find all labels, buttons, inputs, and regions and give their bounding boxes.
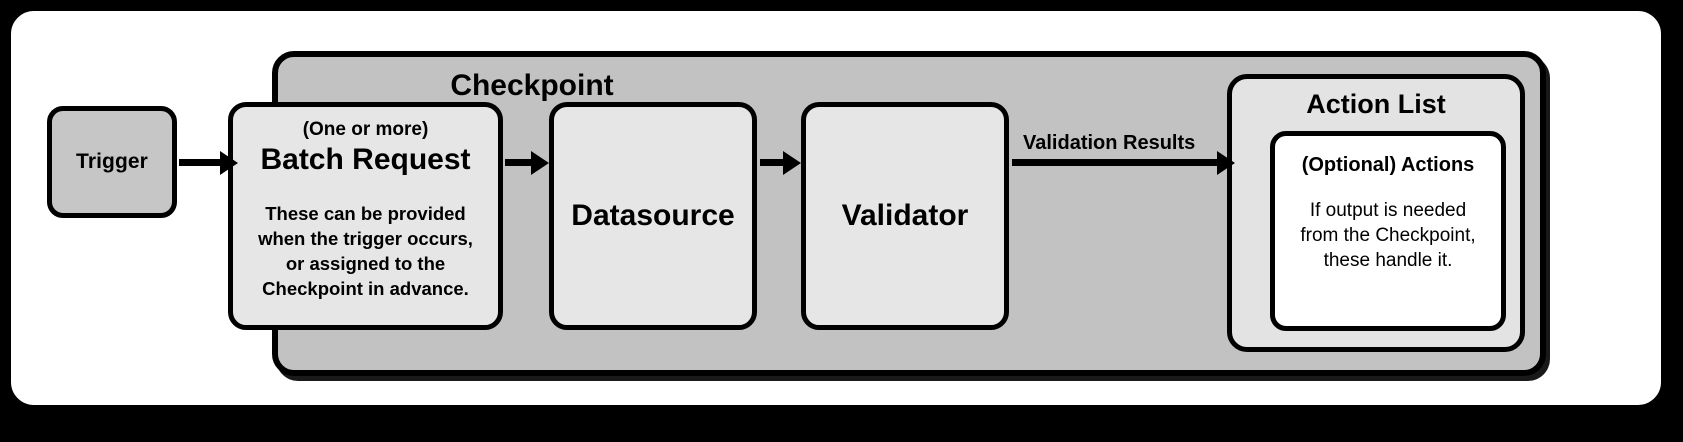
optional-actions-heading: (Optional) Actions bbox=[1301, 154, 1475, 176]
datasource-label: Datasource bbox=[571, 199, 735, 232]
arrow-validator-to-action-list bbox=[1012, 150, 1235, 175]
batch-request-description-line-3: or assigned to the bbox=[285, 252, 446, 274]
optional-actions-node[interactable]: (Optional) Actions If output is needed f… bbox=[1270, 131, 1506, 331]
arrow-datasource-to-validator bbox=[760, 150, 801, 175]
optional-actions-description: If output is needed from the Checkpoint,… bbox=[1300, 198, 1475, 273]
batch-request-description: These can be provided when the trigger o… bbox=[258, 202, 473, 302]
batch-request-description-line-4: Checkpoint in advance. bbox=[262, 277, 469, 299]
validation-results-edge-label: Validation Results bbox=[1023, 132, 1196, 154]
checkpoint-title: Checkpoint bbox=[450, 69, 614, 102]
arrow-batch-request-to-datasource bbox=[505, 150, 549, 175]
datasource-node[interactable]: Datasource bbox=[549, 102, 757, 330]
batch-request-subtitle: (One or more) bbox=[302, 119, 429, 140]
validator-node[interactable]: Validator bbox=[801, 102, 1009, 330]
batch-request-description-line-1: These can be provided bbox=[265, 202, 466, 224]
validator-label: Validator bbox=[841, 199, 969, 232]
action-list-title: Action List bbox=[1306, 89, 1446, 119]
batch-request-title: Batch Request bbox=[260, 142, 471, 176]
trigger-node[interactable]: Trigger bbox=[47, 106, 177, 218]
batch-request-node[interactable]: (One or more) Batch Request These can be… bbox=[228, 102, 503, 330]
arrow-trigger-to-batch-request bbox=[179, 150, 238, 175]
trigger-label: Trigger bbox=[76, 150, 148, 173]
batch-request-description-line-2: when the trigger occurs, bbox=[258, 227, 473, 249]
optional-actions-description-line-3: these handle it. bbox=[1323, 250, 1453, 272]
optional-actions-description-line-1: If output is needed bbox=[1309, 200, 1467, 221]
optional-actions-description-line-2: from the Checkpoint, bbox=[1300, 225, 1476, 247]
outer-frame: Trigger Checkpoint (One or more) Batch R… bbox=[4, 4, 1668, 412]
action-list-node[interactable]: Action List (Optional) Actions If output… bbox=[1227, 74, 1525, 352]
